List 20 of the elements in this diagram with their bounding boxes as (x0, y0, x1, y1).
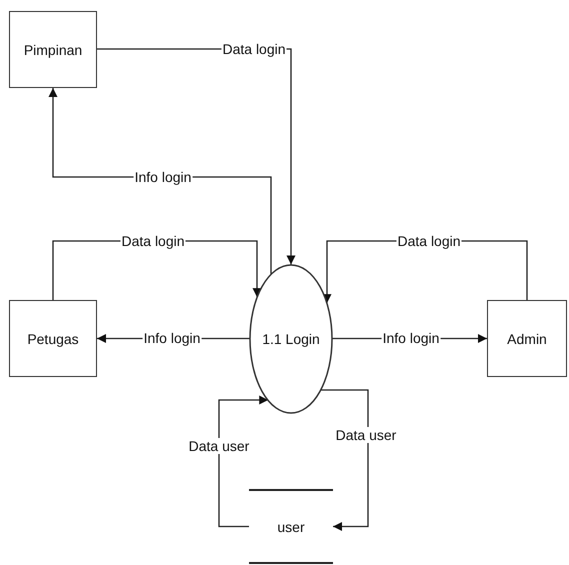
edge-label: Info login (142, 330, 202, 346)
edge-label: Data user (334, 427, 398, 443)
node-label: user (277, 518, 305, 536)
node-label: Petugas (27, 330, 79, 348)
entity-box (9, 300, 97, 377)
edge-label: Data user (188, 438, 250, 454)
edge-label: Data login (396, 233, 462, 249)
edge-label: Info login (382, 330, 440, 346)
node-label: Admin (507, 330, 547, 348)
edge-label: Data login (120, 233, 186, 249)
data-store (249, 489, 333, 564)
node-label: Pimpinan (24, 40, 82, 60)
edge-label: Data login (221, 41, 287, 57)
entity-box (487, 300, 567, 377)
entity-box (9, 11, 97, 88)
edge-label: Info login (134, 169, 192, 185)
node-label: 1.1 Login (262, 330, 320, 348)
arrow (218, 396, 268, 528)
arrow (320, 389, 369, 531)
process-circle (249, 264, 333, 414)
